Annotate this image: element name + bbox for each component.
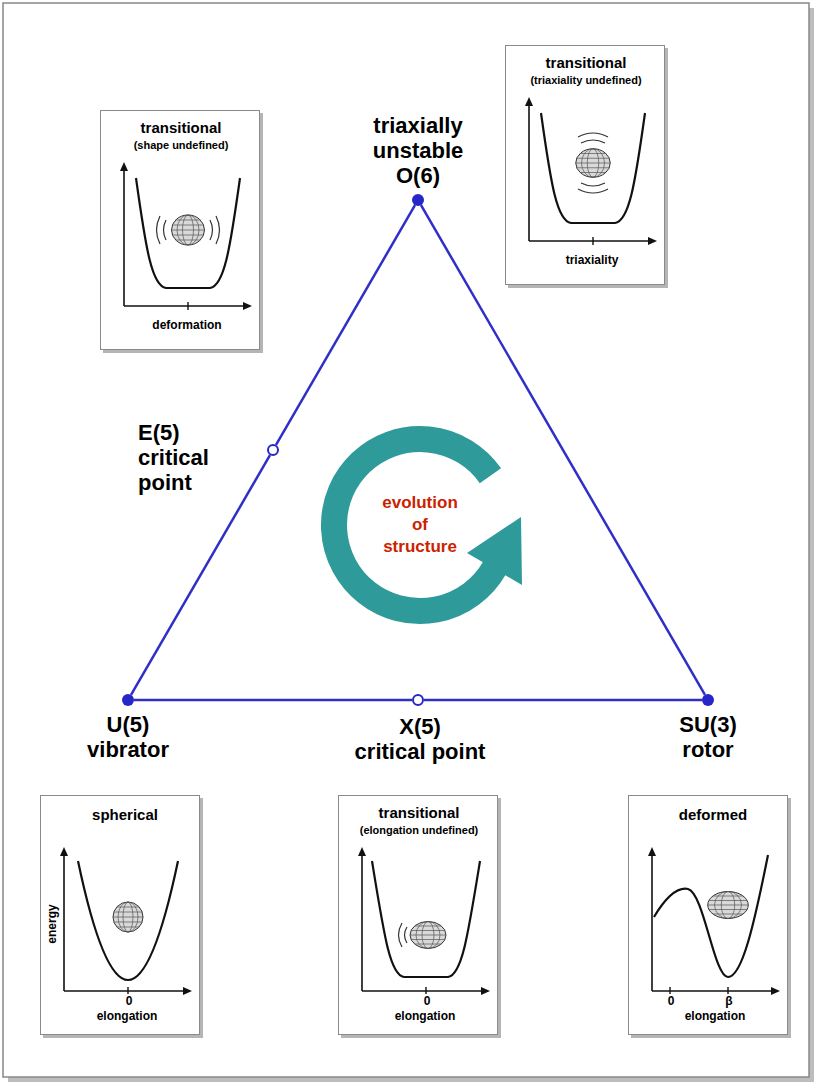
- inset-panel: transitional (elongation undefined) 0elong…: [338, 795, 498, 1035]
- vertex-label: triaxially unstableO(6): [353, 113, 483, 188]
- panel-heading: (shape undefined): [134, 139, 229, 152]
- tick-label: 0: [424, 995, 431, 1009]
- nucleus-shape: [172, 215, 205, 245]
- triangle-side: [424, 699, 702, 702]
- tick: [127, 987, 128, 994]
- symmetry-name: X(5): [335, 714, 505, 739]
- vertex-text: vibrator: [68, 737, 188, 762]
- vertex-text: critical point: [138, 445, 248, 495]
- axis: [63, 853, 65, 991]
- symmetry-name: SU(3): [648, 712, 768, 737]
- inset-graph: [120, 162, 252, 310]
- inset-panel: transitional (shape undefined) deformation: [100, 110, 260, 350]
- vertex-dot: X(5)critical point: [412, 694, 424, 706]
- axis: [361, 853, 363, 991]
- panel-heading: spherical: [92, 806, 158, 823]
- axis-arrow: [358, 847, 366, 856]
- vibration-mark: [578, 133, 608, 193]
- inset-graph: [648, 847, 780, 995]
- axis-arrow: [648, 237, 657, 245]
- axis-arrow: [525, 97, 533, 106]
- tick: [187, 302, 188, 310]
- axis-arrow: [60, 847, 68, 856]
- vertex-label: SU(3)rotor: [648, 712, 768, 762]
- panel-heading: deformed: [679, 806, 747, 823]
- axis: [123, 168, 125, 306]
- tick: [670, 987, 728, 994]
- axis: [529, 240, 651, 242]
- vertex-label: E(5)critical point: [138, 420, 248, 495]
- inset-panel: transitional (triaxiality undefined) triax…: [505, 45, 665, 285]
- potential-curve: [78, 861, 178, 980]
- vibration-mark: [399, 923, 408, 947]
- inset-graph: [60, 847, 192, 995]
- inset-panel: deformed 0 βelongation: [628, 795, 788, 1035]
- axis-label: energy: [46, 904, 60, 943]
- potential-curve: [541, 113, 645, 223]
- triangle-side: [134, 699, 412, 702]
- potential-curve: [136, 178, 240, 288]
- axis-label: deformation: [152, 319, 221, 333]
- axis: [64, 990, 186, 992]
- axis: [651, 853, 653, 991]
- panel-heading: transitional: [141, 119, 222, 136]
- inset-graph: [358, 847, 490, 995]
- axis-label: elongation: [395, 1010, 456, 1024]
- center-label: evolution of structure: [378, 492, 463, 558]
- potential-curve: [654, 855, 768, 977]
- axis-arrow: [481, 987, 490, 995]
- frame: [3, 3, 809, 1077]
- axis-arrow: [648, 847, 656, 856]
- vertex-dot: SU(3)rotor: [702, 694, 714, 706]
- vibration-mark: [157, 216, 220, 244]
- triangle-side: [276, 205, 415, 445]
- axis-arrow: [243, 302, 252, 310]
- axis-arrow: [771, 987, 780, 995]
- inset-graph: [525, 97, 657, 245]
- nucleus-shape: [410, 922, 446, 949]
- symmetry-name: E(5): [138, 420, 248, 445]
- potential-curve: [372, 861, 480, 977]
- panel-heading: (elongation undefined): [360, 824, 479, 837]
- axis-label: elongation: [685, 1010, 746, 1024]
- nucleus-shape: [113, 902, 143, 932]
- vertex-text: critical point: [335, 739, 505, 764]
- panel-heading: transitional: [546, 54, 627, 71]
- axis-arrow: [120, 162, 128, 171]
- axis-label: triaxiality: [566, 254, 619, 268]
- panel-heading: (triaxiality undefined): [530, 74, 641, 87]
- vertex-dot: triaxially unstableO(6): [412, 194, 424, 206]
- tick: [592, 237, 593, 245]
- axis-label: elongation: [97, 1010, 158, 1024]
- nucleus-shape: [708, 892, 749, 919]
- vertex-label: X(5)critical point: [335, 714, 505, 764]
- tick-label: β: [725, 995, 732, 1009]
- tick: [425, 987, 426, 994]
- evolution-arrowhead: [467, 517, 522, 585]
- axis-arrow: [183, 987, 192, 995]
- vertex-dot: E(5)critical point: [267, 444, 279, 456]
- vertex-text: triaxially unstable: [353, 113, 483, 163]
- triangle-side: [421, 205, 705, 695]
- axis: [362, 990, 484, 992]
- axis: [528, 103, 530, 241]
- axis: [124, 305, 246, 307]
- panel-heading: transitional: [379, 804, 460, 821]
- vertex-text: O(6): [353, 163, 483, 188]
- vertex-text: rotor: [648, 737, 768, 762]
- tick-label: 0: [126, 995, 133, 1009]
- nucleus-shape: [576, 149, 611, 178]
- evolution-arrow: [334, 439, 495, 611]
- symmetry-name: U(5): [68, 712, 188, 737]
- tick-label: 0: [668, 995, 675, 1009]
- vertex-label: U(5)vibrator: [68, 712, 188, 762]
- vertex-dot: U(5)vibrator: [122, 694, 134, 706]
- inset-panel: spherical energy 0elongation: [40, 795, 200, 1035]
